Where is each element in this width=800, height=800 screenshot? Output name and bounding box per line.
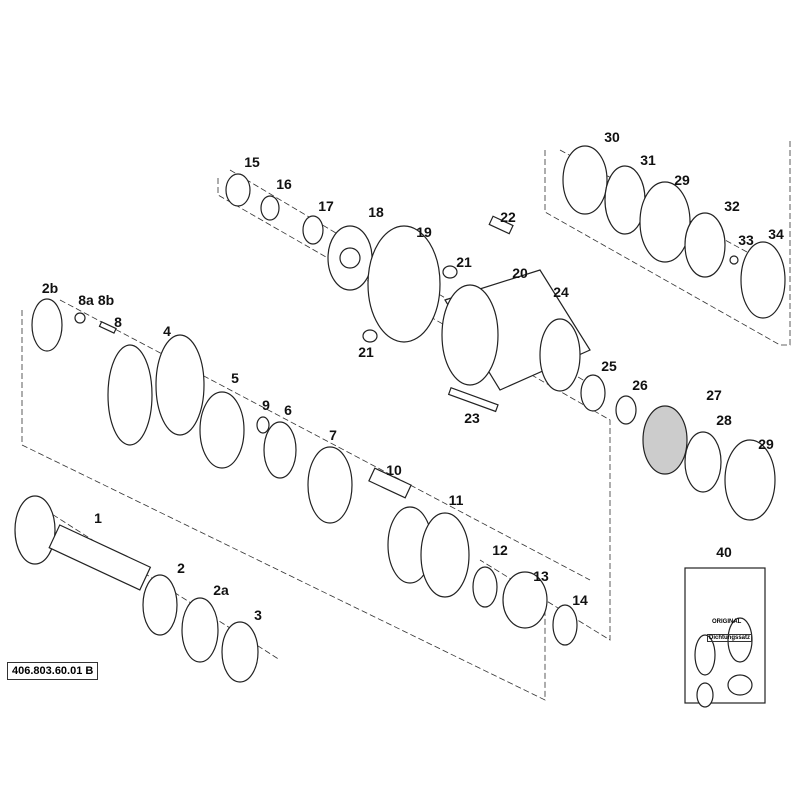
part-label-3: 3 [254,607,262,623]
part-7 [307,446,353,524]
part-label-4: 4 [163,323,171,339]
part-label-27: 27 [706,387,722,403]
part-label-24: 24 [553,284,569,300]
part-3 [221,621,259,683]
part-1 [14,495,56,565]
part-30 [562,145,608,215]
part-label-21: 21 [456,254,472,270]
part-label-21: 21 [358,344,374,360]
part-label-5: 5 [231,370,239,386]
part-label-13: 13 [533,568,549,584]
kit-brand: ORIGINAL [712,619,742,625]
part-label-8b: 8b [97,292,115,308]
part-label-2b: 2b [41,280,59,296]
drawing-code: 406.803.60.01 B [7,662,99,680]
part-label-8a: 8a [78,292,94,308]
part-label-20: 20 [512,265,528,281]
part-label-25: 25 [601,358,617,374]
part-label-6: 6 [284,402,292,418]
part-label-11: 11 [448,492,464,508]
part-label-14: 14 [572,592,588,608]
part-19 [367,225,441,343]
part-label-2a: 2a [213,582,229,598]
part-label-16: 16 [276,176,292,192]
kit-number-label: 40 [716,544,732,560]
part-label-22: 22 [500,209,516,225]
part-13 [502,571,548,629]
part-label-10: 10 [386,462,402,478]
parts [14,145,786,708]
part-label-29: 29 [758,436,774,452]
part-label-28: 28 [716,412,732,428]
part-label-15: 15 [244,154,260,170]
part-label-23: 23 [464,410,480,426]
part-2b [31,298,63,352]
box-left [21,310,546,701]
part-11 [420,512,470,598]
part-29 [724,439,776,521]
part-label-7: 7 [329,427,337,443]
part-27 [642,405,688,475]
part-label-30: 30 [604,129,620,145]
kit-name: Dichtungssatz [707,634,753,642]
part-label-33: 33 [738,232,754,248]
part-4 [155,334,205,436]
part-label-1: 1 [94,510,102,526]
part-15 [225,173,251,207]
part-label-32: 32 [724,198,740,214]
part-label-26: 26 [632,377,648,393]
part-label-2: 2 [177,560,185,576]
part-label-29: 29 [674,172,690,188]
part-label-34: 34 [768,226,784,242]
part-5 [199,391,245,469]
part-label-12: 12 [492,542,508,558]
part-label-18: 18 [368,204,384,220]
part-label-8: 8 [114,314,122,330]
box-top-right [544,140,791,346]
part-label-19: 19 [416,224,432,240]
part-label-31: 31 [640,152,656,168]
part-label-9: 9 [262,397,270,413]
part-label-17: 17 [318,198,334,214]
